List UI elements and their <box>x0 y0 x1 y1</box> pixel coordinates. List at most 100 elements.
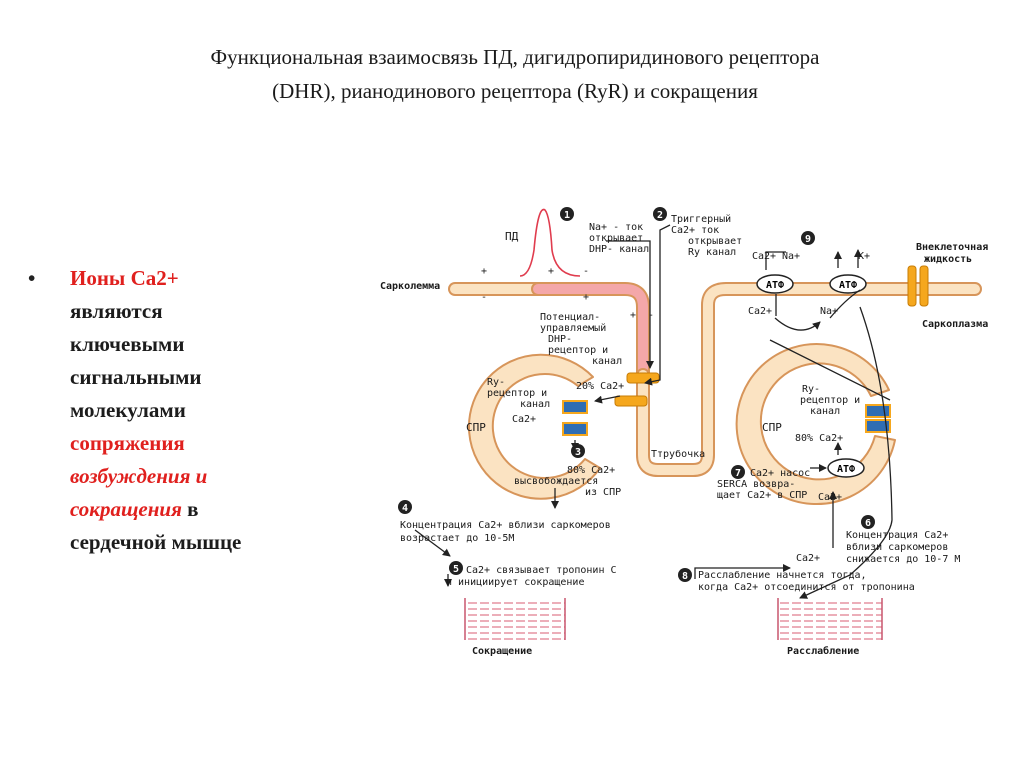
label-pd: ПД <box>505 230 519 243</box>
title-line-1: Функциональная взаимосвязь ПД, дигидропи… <box>210 45 820 69</box>
diagram-label: Ca2+ <box>796 553 820 564</box>
diagram-label: АТФ <box>766 280 784 291</box>
slide-title: Функциональная взаимосвязь ПД, дигидропи… <box>80 40 950 108</box>
diagram-label: DHP- канал <box>589 244 649 255</box>
atp-pump-2: АТФ <box>829 274 867 294</box>
diagram-label: Ca2+ связывает тропонин С <box>466 565 617 576</box>
step-1-badge: 1 <box>564 210 570 221</box>
step-8-badge: 8 <box>682 571 688 582</box>
label-relaxation: Расслабление <box>787 645 859 657</box>
bullet-line-3: ключевыми <box>70 332 185 356</box>
label-extracellular-2: жидкость <box>924 254 972 265</box>
plus-4: + <box>630 310 636 321</box>
arrows <box>414 224 893 599</box>
bullet-word-in: в <box>181 497 199 521</box>
bullet-text: Ионы Са2+ являются ключевыми сигнальными… <box>70 262 330 559</box>
diagram-label: АТФ <box>837 464 855 475</box>
diagram-label: Ry- <box>802 384 820 395</box>
diagram-label: Na+ <box>820 306 838 317</box>
diagram-label: открывает <box>589 233 643 244</box>
diagram-label: рецептор и <box>548 345 608 356</box>
sr-left <box>467 353 601 500</box>
diagram-label: канал <box>592 356 622 367</box>
sr-right <box>735 343 896 506</box>
membrane-channel-orange <box>907 265 917 307</box>
bullet-line-1: Ионы Са2+ <box>70 266 179 290</box>
step-badges: 1 2 3 4 5 6 7 8 9 <box>398 207 875 582</box>
atp-pump-1: АТФ <box>756 274 794 294</box>
diagram-label: вблизи саркомеров <box>846 541 948 553</box>
membranes <box>448 282 982 506</box>
label-tubule: Ттрубочка <box>651 448 705 460</box>
label-contraction: Сокращение <box>472 646 532 657</box>
diagram-label: управляемый <box>540 322 606 334</box>
diagram-label: Ca2+ <box>818 492 842 503</box>
diagram-label: Ca2+ <box>512 414 536 425</box>
plus-1: + <box>481 266 487 277</box>
bullet-line-9: сердечной мышце <box>70 530 242 554</box>
diagram-label: Ry канал <box>688 247 736 258</box>
diagram-label: рецептор и <box>487 388 547 399</box>
diagram-label: Na+ - ток <box>589 222 643 233</box>
serca-pump: АТФ <box>827 458 865 478</box>
ry-channel-left-1 <box>562 400 588 414</box>
label-sarcolemma: Сарколемма <box>380 281 440 292</box>
bullet-line-6: сопряжения <box>70 431 185 455</box>
diagram-label: высвобождается <box>514 475 598 487</box>
step-3-badge: 3 <box>575 447 581 458</box>
step-5-badge: 5 <box>453 564 459 575</box>
label-spr-left: СПР <box>466 421 486 434</box>
diagram-label: Расслабление начнется тогда, <box>698 569 867 581</box>
step-7-badge: 7 <box>735 468 741 479</box>
diagram-label: открывает <box>688 236 742 247</box>
diagram-label: Ca2+ насос <box>750 468 810 479</box>
diagram-label: Ry- <box>487 377 505 388</box>
diagram-label: SERCA возвра- <box>717 479 795 490</box>
step-9-badge: 9 <box>805 234 811 245</box>
diagram-label: и инициирует сокращение <box>446 577 584 588</box>
diagram-label: канал <box>810 406 840 417</box>
step-2-badge: 2 <box>657 210 663 221</box>
diagram-label: Концентрация Ca2+ вблизи саркомеров <box>400 519 611 531</box>
ry-channel-right-2 <box>865 419 891 433</box>
dhp-receptor-lower <box>614 395 648 407</box>
diagram-label: Концентрация Ca2+ <box>846 530 948 541</box>
minus-3: - <box>648 310 654 321</box>
diagram-label: когда Ca2+ отсоединится от тропонина <box>698 582 915 593</box>
diagram-label: Ca2+ <box>752 251 776 262</box>
plus-3: + <box>583 292 589 303</box>
action-potential-curve <box>519 208 581 277</box>
diagram-label: щает Ca2+ в СПР <box>717 490 807 501</box>
bullet-line-4: сигнальными <box>70 365 202 389</box>
bullet-line-5: молекулами <box>70 398 186 422</box>
diagram-label: Триггерный <box>671 213 731 225</box>
sarcomere-contraction <box>464 598 566 640</box>
diagram-label: рецептор и <box>800 395 860 406</box>
diagram-label: Ca2+ ток <box>671 225 719 236</box>
label-extracellular-1: Внеклеточная <box>916 242 988 253</box>
label-sarcoplasm: Саркоплазма <box>922 319 988 330</box>
bullet-word-contraction: сокращения <box>70 497 182 521</box>
bullet-line-2: являются <box>70 299 163 323</box>
diagram-labels: ПД Сарколемма + - + - + + - Na+ - ток от… <box>380 213 988 657</box>
diagram-label: канал <box>520 399 550 410</box>
diagram-label: Ca2+ <box>748 306 772 317</box>
diagram-label: Na+ <box>782 251 800 262</box>
minus-2: - <box>583 266 589 277</box>
diagram-label: возрастает до 10-5М <box>400 533 514 544</box>
label-80pct: 80% Ca2+ <box>795 433 843 444</box>
ry-channel-right-1 <box>865 404 891 418</box>
diagram-label: Потенциал- <box>540 312 600 323</box>
ry-channel-left-2 <box>562 422 588 436</box>
diagram-label: из СПР <box>585 487 621 498</box>
bullet-marker: • <box>28 266 36 290</box>
label-spr-right: СПР <box>762 421 782 434</box>
step-4-badge: 4 <box>402 503 408 514</box>
diagram-label: АТФ <box>839 280 857 291</box>
diagram-label: K+ <box>858 251 870 262</box>
title-line-2: (DHR), рианодинового рецептора (RyR) и с… <box>272 79 758 103</box>
minus-1: - <box>481 292 487 303</box>
diagram-label: DHP- <box>548 334 572 345</box>
bullet-line-8: сокращения в <box>70 493 330 526</box>
diagram-label: 80% Ca2+ <box>567 465 615 476</box>
